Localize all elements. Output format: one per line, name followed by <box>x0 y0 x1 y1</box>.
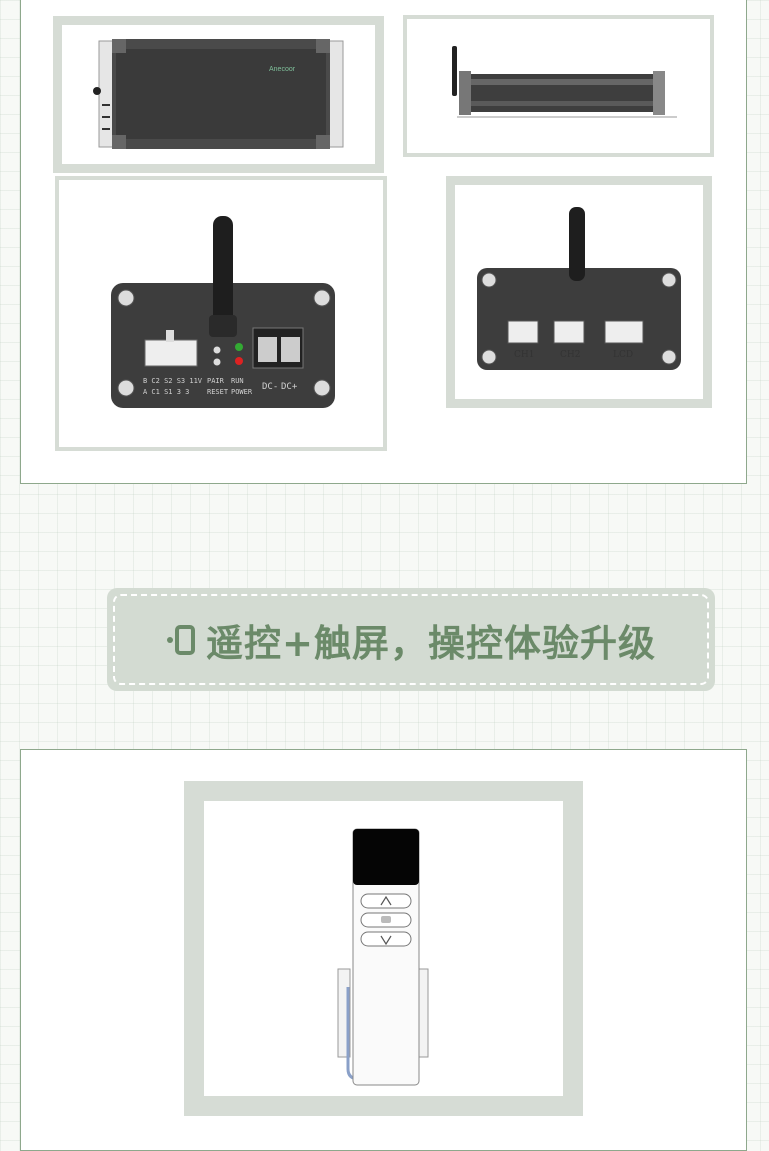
section-banner-inner: 遥控+触屏，操控体验升级 <box>113 594 709 685</box>
dc-plus-label: DC+ <box>281 382 298 392</box>
remote-control-illustration <box>337 828 429 1086</box>
lcd-label: LCD <box>613 350 633 360</box>
ch2-label: CH2 <box>560 350 580 360</box>
controller-side-view-illustration <box>452 46 677 118</box>
remote-panel <box>20 749 747 1151</box>
section-banner: 遥控+触屏，操控体验升级 <box>107 588 715 691</box>
controller-side-view <box>403 15 714 157</box>
reset-label: RESET <box>207 388 229 396</box>
controller-top-view-illustration: Anecoor <box>93 39 344 149</box>
controller-back-panel: CH1 CH2 LCD <box>446 176 712 408</box>
controller-front-panel: B C2 S2 S3 11V A C1 S1 3 3 PAIR RESET RU… <box>55 176 387 451</box>
brand-label: Anecoor <box>269 66 296 73</box>
power-label: POWER <box>231 388 253 396</box>
controller-top-view: Anecoor <box>53 16 384 173</box>
remote-frame <box>184 781 583 1116</box>
run-label: RUN <box>231 377 244 385</box>
product-views-panel: Anecoor <box>20 0 747 484</box>
section-title: 遥控+触屏，操控体验升级 <box>205 621 656 665</box>
ch1-label: CH1 <box>514 350 534 360</box>
up-button[interactable] <box>360 893 412 909</box>
dc-minus-label: DC- <box>262 382 278 392</box>
front-panel-illustration: B C2 S2 S3 11V A C1 S1 3 3 PAIR RESET RU… <box>111 216 335 408</box>
down-button[interactable] <box>360 931 412 947</box>
back-panel-illustration: CH1 CH2 LCD <box>477 207 681 370</box>
remote-control-icon <box>166 624 195 655</box>
pin-labels-row-1: B C2 S2 S3 11V <box>143 377 203 385</box>
pin-labels-row-2: A C1 S1 3 3 <box>143 388 189 396</box>
pair-label: PAIR <box>207 377 225 385</box>
